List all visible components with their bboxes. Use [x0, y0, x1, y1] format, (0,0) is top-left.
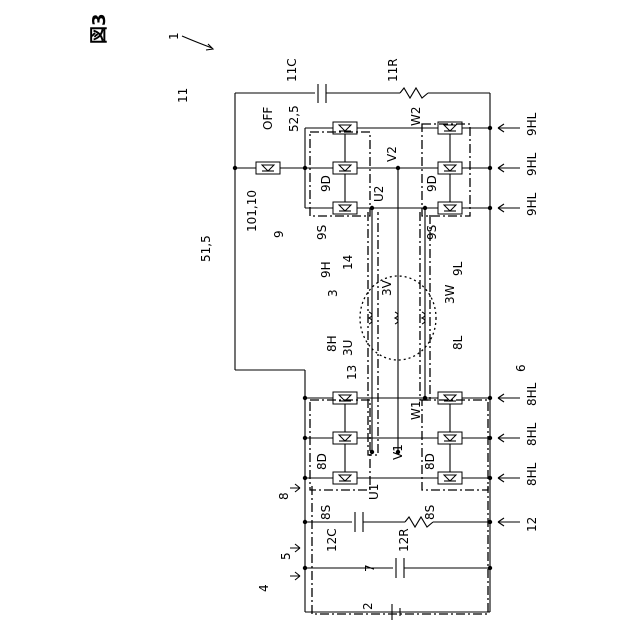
- ref-label: 12C: [325, 528, 339, 552]
- ref-label: 8HL: [525, 422, 539, 446]
- leader-arrow: [498, 434, 520, 442]
- ref-label-overall: 1: [167, 32, 181, 40]
- ref-label: 9H: [319, 261, 333, 278]
- ref-label: U1: [367, 484, 381, 500]
- ref-label: 8: [277, 492, 291, 500]
- lower-switch: [438, 472, 462, 484]
- junction-dot: [488, 166, 492, 170]
- ref-label: 51,5: [199, 235, 213, 262]
- upper-switch: [438, 202, 462, 214]
- ref-label: W1: [409, 401, 423, 421]
- ref-label: 9S: [425, 225, 439, 240]
- leader-arrow: [290, 544, 300, 552]
- frame-13: [368, 212, 378, 455]
- junction-dot: [396, 166, 400, 170]
- junction-dot: [303, 476, 307, 480]
- ref-label: 3: [326, 289, 340, 297]
- ref-label: 12: [525, 517, 539, 532]
- upper-switch: [333, 202, 357, 214]
- ref-label: 9HL: [525, 192, 539, 216]
- screen-layer: 図311111C11R51,5101,10OFF52,59W2V2U29D9D9…: [89, 13, 539, 620]
- leader-arrow: [498, 164, 520, 172]
- ref-label: 9L: [451, 261, 465, 276]
- junction-dot: [488, 396, 492, 400]
- ref-label: 8H: [325, 335, 339, 352]
- ref-label: 9HL: [525, 112, 539, 136]
- leader-arrow: [498, 518, 520, 526]
- ref-label: 9: [272, 230, 286, 238]
- ref-label: OFF: [261, 107, 275, 130]
- ref-label: 101,10: [245, 190, 259, 232]
- ref-label: V1: [391, 444, 405, 460]
- junction-dot: [233, 166, 237, 170]
- leader-arrow: [498, 124, 520, 132]
- junction-dot: [303, 520, 307, 524]
- lower-switch: [438, 392, 462, 404]
- ref-label: 14: [341, 255, 355, 270]
- ref-label: 11C: [285, 58, 299, 82]
- leader-arrow: [290, 572, 300, 580]
- leader-arrow: [182, 36, 212, 48]
- ref-label: 9D: [319, 175, 333, 192]
- ref-label: 8HL: [525, 462, 539, 486]
- ref-label: 3V: [380, 279, 394, 296]
- lower-switch: [438, 432, 462, 444]
- ref-label: 9HL: [525, 152, 539, 176]
- ref-label: 11: [176, 88, 190, 103]
- ref-label: U2: [372, 186, 386, 202]
- junction-dot: [488, 126, 492, 130]
- ref-label: 8S: [319, 505, 333, 520]
- off-switch-101: [256, 162, 280, 174]
- leader-arrow: [498, 394, 520, 402]
- junction-dot: [423, 206, 427, 210]
- resistor-11R: [400, 88, 428, 98]
- upper-switch: [333, 162, 357, 174]
- ref-label: 2: [361, 602, 375, 610]
- ref-label: 3U: [341, 340, 355, 356]
- junction-dot: [488, 206, 492, 210]
- leader-arrow: [498, 474, 520, 482]
- figure-title: 図3: [89, 13, 110, 44]
- ref-label: 4: [257, 584, 271, 592]
- ref-label: 8L: [451, 335, 465, 350]
- ref-label: 12R: [397, 528, 411, 552]
- ref-label: 7: [363, 564, 377, 572]
- leader-arrow: [498, 204, 520, 212]
- ref-label: 3W: [443, 284, 457, 304]
- ref-label: 6: [514, 364, 528, 372]
- upper-switch: [438, 162, 462, 174]
- lower-switch: [333, 432, 357, 444]
- ref-label: 8HL: [525, 382, 539, 406]
- ref-label: 5: [279, 552, 293, 560]
- junction-dot: [303, 436, 307, 440]
- junction-dot: [303, 396, 307, 400]
- lower-switch: [333, 392, 357, 404]
- ref-label: 52,5: [287, 105, 301, 132]
- ref-label: V2: [385, 146, 399, 162]
- ref-label: 11R: [386, 58, 400, 82]
- leader-arrow: [290, 484, 300, 492]
- lower-switch: [333, 472, 357, 484]
- ref-label: 9S: [315, 225, 329, 240]
- ref-label: 8D: [423, 453, 437, 470]
- ref-label: 8D: [315, 453, 329, 470]
- ref-label: W2: [409, 107, 423, 127]
- ref-label: 9D: [425, 175, 439, 192]
- ref-label: 8S: [423, 505, 437, 520]
- junction-dot: [303, 166, 307, 170]
- ref-label: 13: [345, 365, 359, 380]
- junction-dot: [303, 566, 307, 570]
